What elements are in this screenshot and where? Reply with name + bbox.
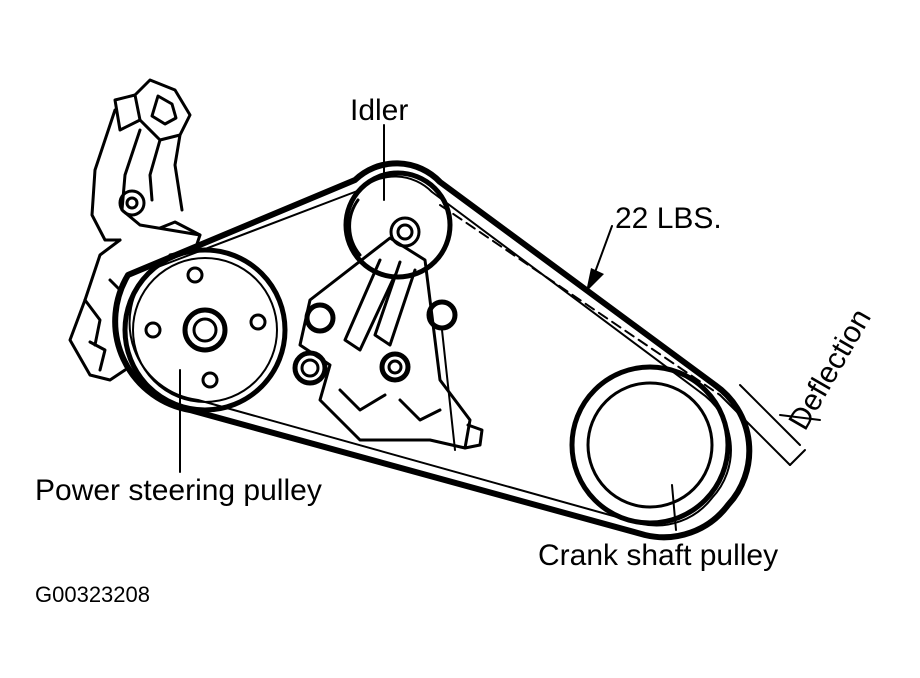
tensioner-bracket xyxy=(292,236,484,451)
power-steering-label: Power steering pulley xyxy=(35,474,322,507)
mounting-bracket xyxy=(68,78,202,382)
tension-label: 22 LBS. xyxy=(615,202,722,235)
figure-id: G00323208 xyxy=(35,582,150,607)
deflection-label: Deflection xyxy=(782,303,877,435)
drive-belt xyxy=(112,160,753,541)
crank-label: Crank shaft pulley xyxy=(538,539,778,572)
power-steering-pulley xyxy=(122,247,288,473)
deflection-indicator xyxy=(439,204,821,466)
crank-shaft-pulley xyxy=(569,364,731,531)
idler-label: Idler xyxy=(350,94,408,127)
tension-arrow xyxy=(586,225,613,292)
idler-pulley xyxy=(343,124,453,280)
